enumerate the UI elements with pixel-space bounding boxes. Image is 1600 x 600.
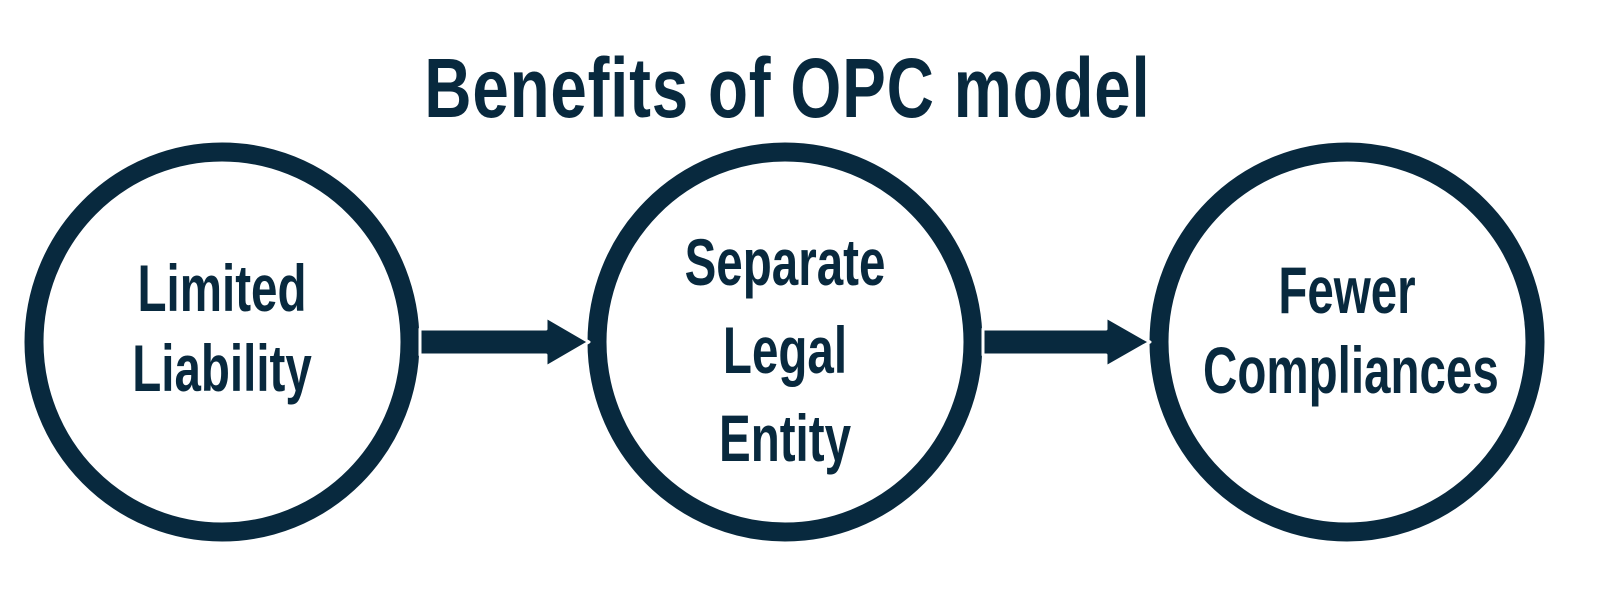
node-circle-3 xyxy=(1149,142,1545,542)
node-label-line: Entity xyxy=(718,401,852,475)
arrow-right-icon xyxy=(981,315,1152,369)
node-label-line: Legal xyxy=(722,313,848,387)
arrow-right-icon xyxy=(418,315,591,369)
node-circle-1 xyxy=(24,142,420,542)
node-label-line: Liability xyxy=(132,331,312,405)
node-label-line: Limited xyxy=(137,251,307,325)
node-label-line: Separate xyxy=(684,225,886,299)
diagram-title: Benefits of OPC model xyxy=(424,41,1151,135)
node-circle-2 xyxy=(587,142,983,542)
node-label-line: Fewer xyxy=(1278,253,1416,327)
node-label-fewer-compliances: Fewer Compliances xyxy=(1203,250,1499,410)
node-label-line: Compliances xyxy=(1203,333,1499,407)
node-label-separate-legal-entity: Separate Legal Entity xyxy=(641,218,929,482)
node-label-limited-liability: Limited Liability xyxy=(78,248,366,408)
